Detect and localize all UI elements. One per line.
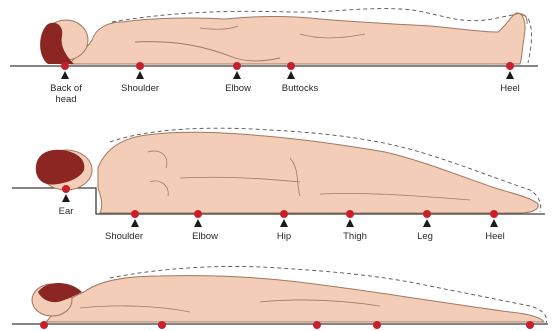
pressure-point-thigh — [313, 321, 321, 329]
label-heel: Heel — [485, 231, 505, 242]
pressure-point-ear — [62, 185, 70, 193]
panel-lateral — [12, 128, 545, 227]
marker-elbow — [233, 71, 241, 79]
marker-ear — [62, 194, 70, 202]
marker-shoulder — [136, 71, 144, 79]
pressure-point-shoulder — [131, 210, 139, 218]
pressure-point-chest — [158, 321, 166, 329]
prone-body — [46, 276, 544, 322]
pressure-point-heel — [490, 210, 498, 218]
marker-shoulder — [131, 219, 139, 227]
marker-thigh — [346, 219, 354, 227]
label-shoulder: Shoulder — [105, 231, 143, 242]
marker-back-of-head — [61, 71, 69, 79]
pressure-point-knee — [373, 321, 381, 329]
label-hip: Hip — [277, 231, 291, 242]
label-elbow: Elbow — [192, 231, 218, 242]
label-thigh: Thigh — [343, 231, 367, 242]
label-buttocks: Buttocks — [282, 83, 318, 94]
marker-elbow — [194, 219, 202, 227]
label-leg: Leg — [417, 231, 433, 242]
label-shoulder: Shoulder — [121, 83, 159, 94]
pressure-point-hip — [280, 210, 288, 218]
marker-heel — [490, 219, 498, 227]
pressure-point-elbow — [194, 210, 202, 218]
label-back-of-head-text: Back of head — [42, 83, 90, 105]
marker-heel — [506, 71, 514, 79]
label-back-of-head: Back of head — [42, 83, 90, 105]
pressure-point-back-of-head — [61, 62, 69, 70]
label-heel: Heel — [500, 83, 520, 94]
pressure-point-buttocks — [287, 62, 295, 70]
pressure-point-leg — [423, 210, 431, 218]
marker-leg — [423, 219, 431, 227]
label-elbow: Elbow — [225, 83, 251, 94]
pressure-point-elbow — [233, 62, 241, 70]
panel-supine — [10, 9, 538, 79]
pressure-point-face — [40, 321, 48, 329]
panel-prone — [12, 266, 548, 329]
marker-buttocks — [287, 71, 295, 79]
pressure-point-toes — [526, 321, 534, 329]
pressure-point-shoulder — [136, 62, 144, 70]
lateral-body — [98, 132, 538, 213]
label-ear: Ear — [59, 206, 74, 217]
pressure-point-thigh — [346, 210, 354, 218]
marker-hip — [280, 219, 288, 227]
supine-body — [70, 13, 525, 64]
pressure-point-heel — [506, 62, 514, 70]
